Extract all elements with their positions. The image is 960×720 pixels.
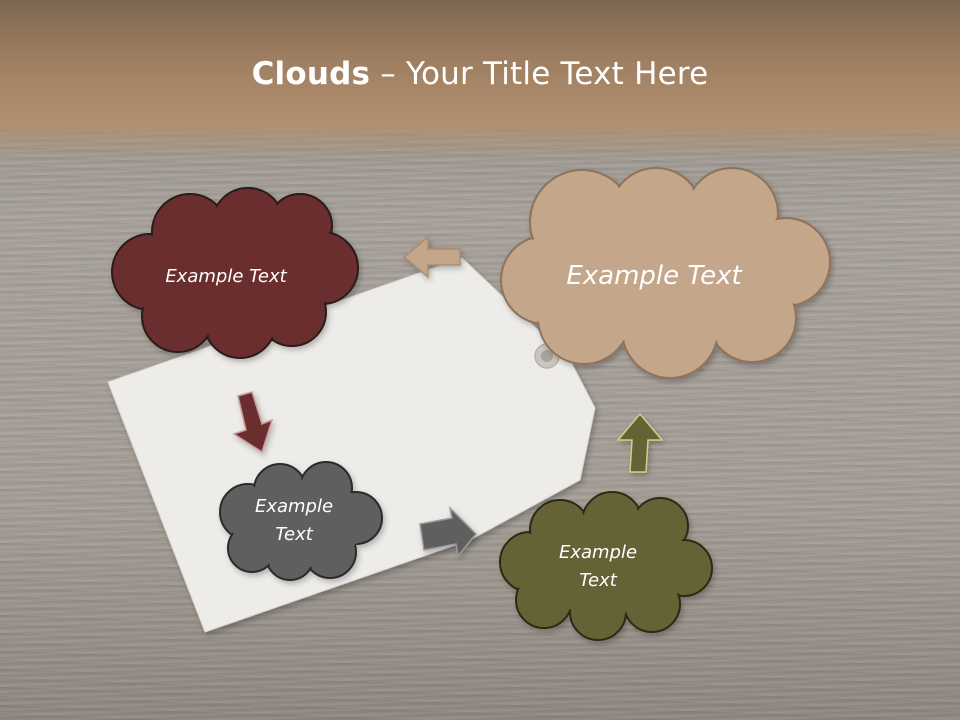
arrow-left-icon [402,235,461,279]
cloud-olive[interactable]: Example Text [499,491,713,641]
title-bold: Clouds [251,56,371,92]
title-rest: – Your Title Text Here [370,56,709,92]
title-band [0,0,960,160]
cloud-olive-label-line2: Text [579,570,617,591]
cloud-maroon-label: Example Text [165,266,287,287]
arrow-up-icon [616,412,664,473]
cloud-tan[interactable]: Example Text [500,167,831,379]
arrow-right-icon [419,505,478,558]
slide-title[interactable]: Clouds – Your Title Text Here [0,56,960,92]
cloud-tan-label: Example Text [566,261,742,291]
arrow-down-icon [232,391,274,454]
cloud-gray[interactable]: Example Text [219,461,383,581]
cloud-maroon[interactable]: Example Text [111,187,359,359]
cloud-gray-label-line1: Example [255,496,333,517]
cloud-gray-label-line2: Text [275,524,313,545]
cloud-olive-label-line1: Example [559,542,637,563]
